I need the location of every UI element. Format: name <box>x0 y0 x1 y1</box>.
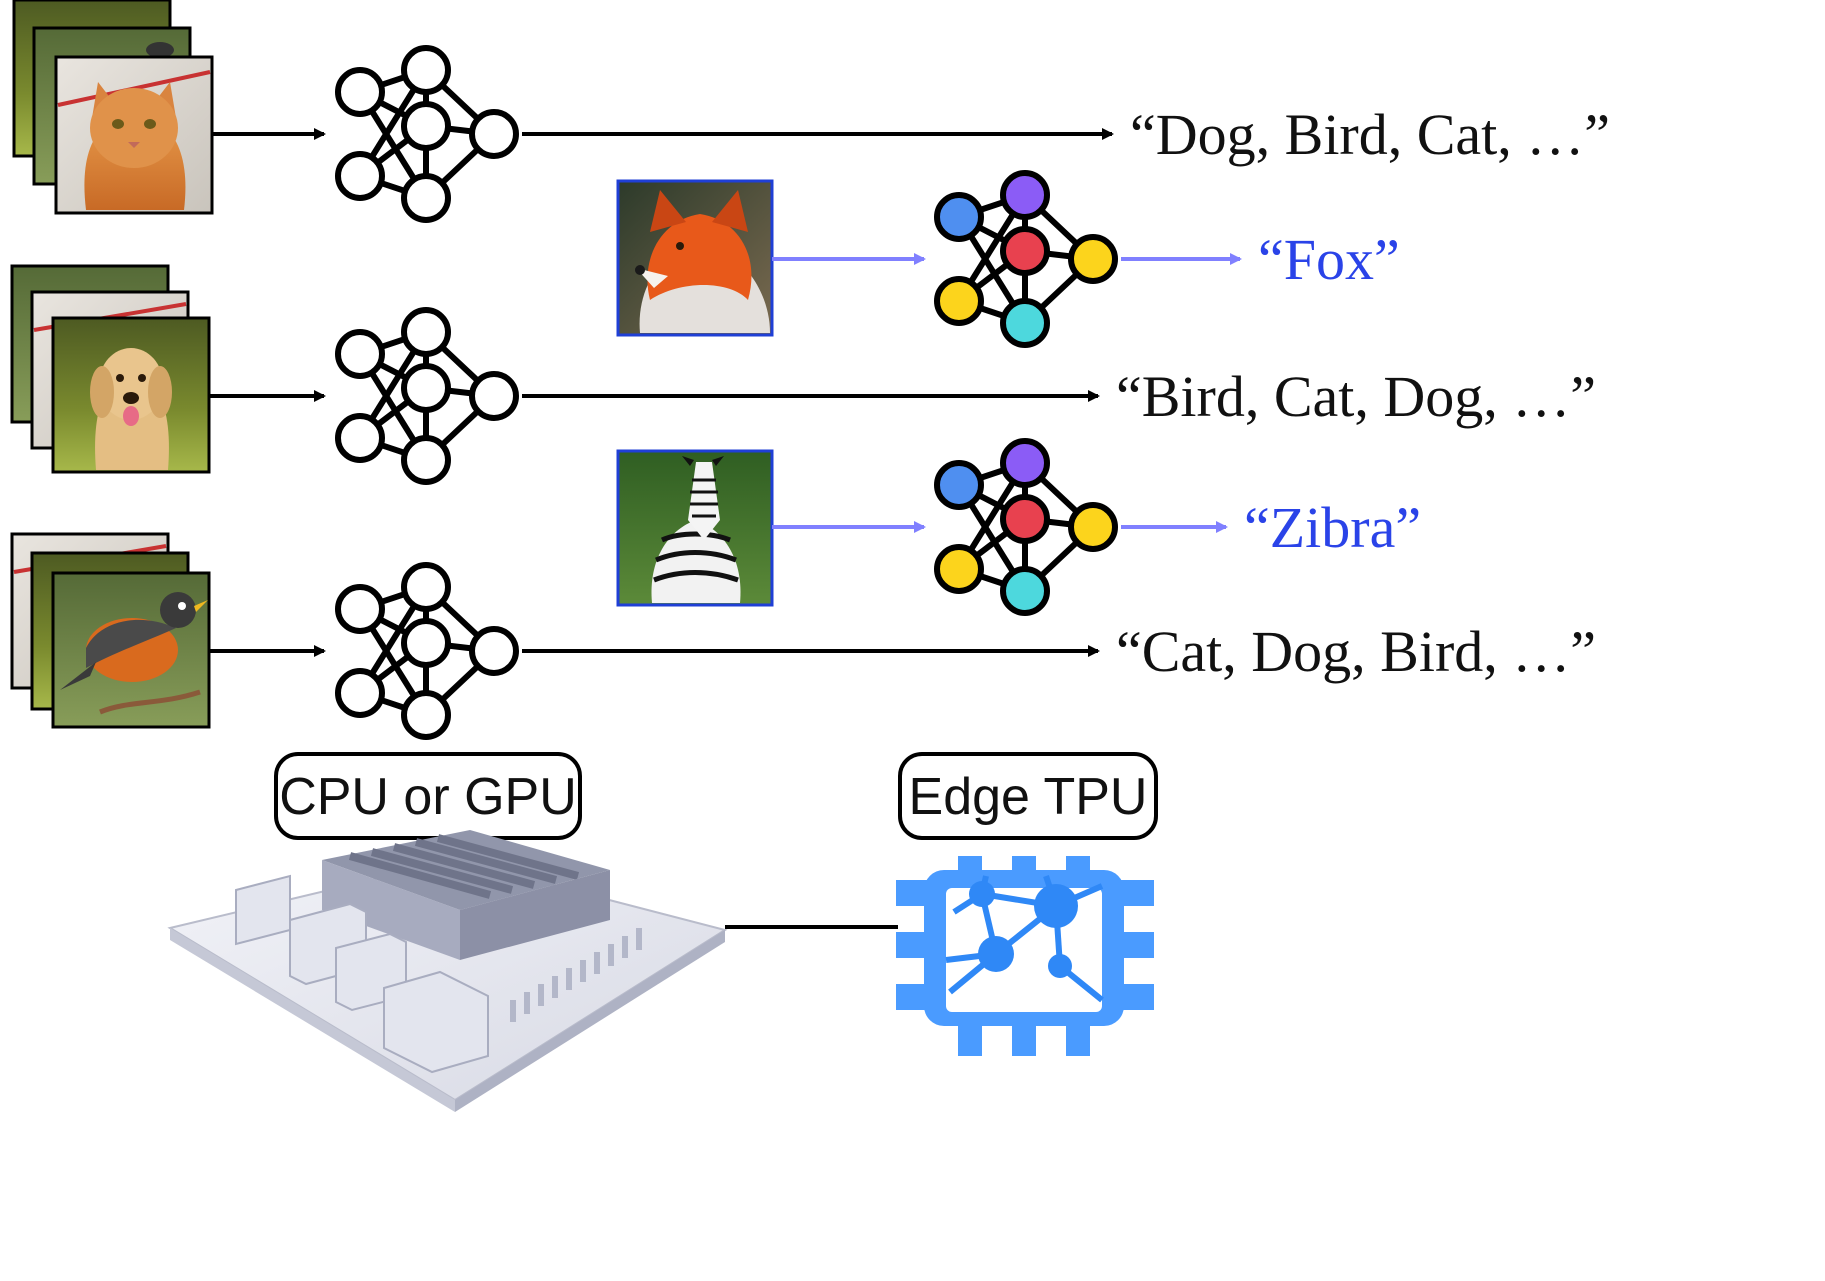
edge-output-label: “Fox” <box>1258 227 1400 292</box>
fox-image <box>616 179 774 337</box>
neural-network-icon <box>335 45 519 223</box>
output-label: “Cat, Dog, Bird, …” <box>1116 619 1596 684</box>
image-stack <box>10 532 211 729</box>
dev-board-icon <box>167 830 728 1112</box>
pipeline-row-1: “Dog, Bird, Cat, …” <box>12 0 1610 223</box>
accelerator-label: Edge TPU <box>909 768 1148 826</box>
pipeline-row-3: “Cat, Dog, Bird, …” <box>10 532 1596 740</box>
edge-pipeline-fox: “Fox” <box>616 170 1400 348</box>
cat-image <box>54 55 214 215</box>
zebra-image <box>616 449 774 607</box>
pipeline-row-2: “Bird, Cat, Dog, …” <box>10 264 1596 485</box>
edge-output-label: “Zibra” <box>1244 495 1421 560</box>
output-label: “Bird, Cat, Dog, …” <box>1116 364 1596 429</box>
dog-image <box>51 316 211 474</box>
accelerator-hardware: Edge TPU <box>896 752 1158 1056</box>
colored-neural-network-icon <box>934 170 1118 348</box>
image-stack <box>12 0 214 215</box>
host-hardware: CPU or GPU <box>167 752 728 1112</box>
image-stack <box>10 264 211 474</box>
neural-network-icon <box>335 307 519 485</box>
colored-neural-network-icon <box>934 438 1118 616</box>
chip-icon <box>896 856 1154 1056</box>
host-label-box <box>274 752 582 840</box>
output-label: “Dog, Bird, Cat, …” <box>1130 102 1610 167</box>
neural-network-icon <box>335 562 519 740</box>
edge-pipeline-zebra: “Zibra” <box>616 438 1421 616</box>
bird-image <box>51 571 211 729</box>
host-label: CPU or GPU <box>279 768 577 826</box>
accelerator-label-box <box>898 752 1158 840</box>
